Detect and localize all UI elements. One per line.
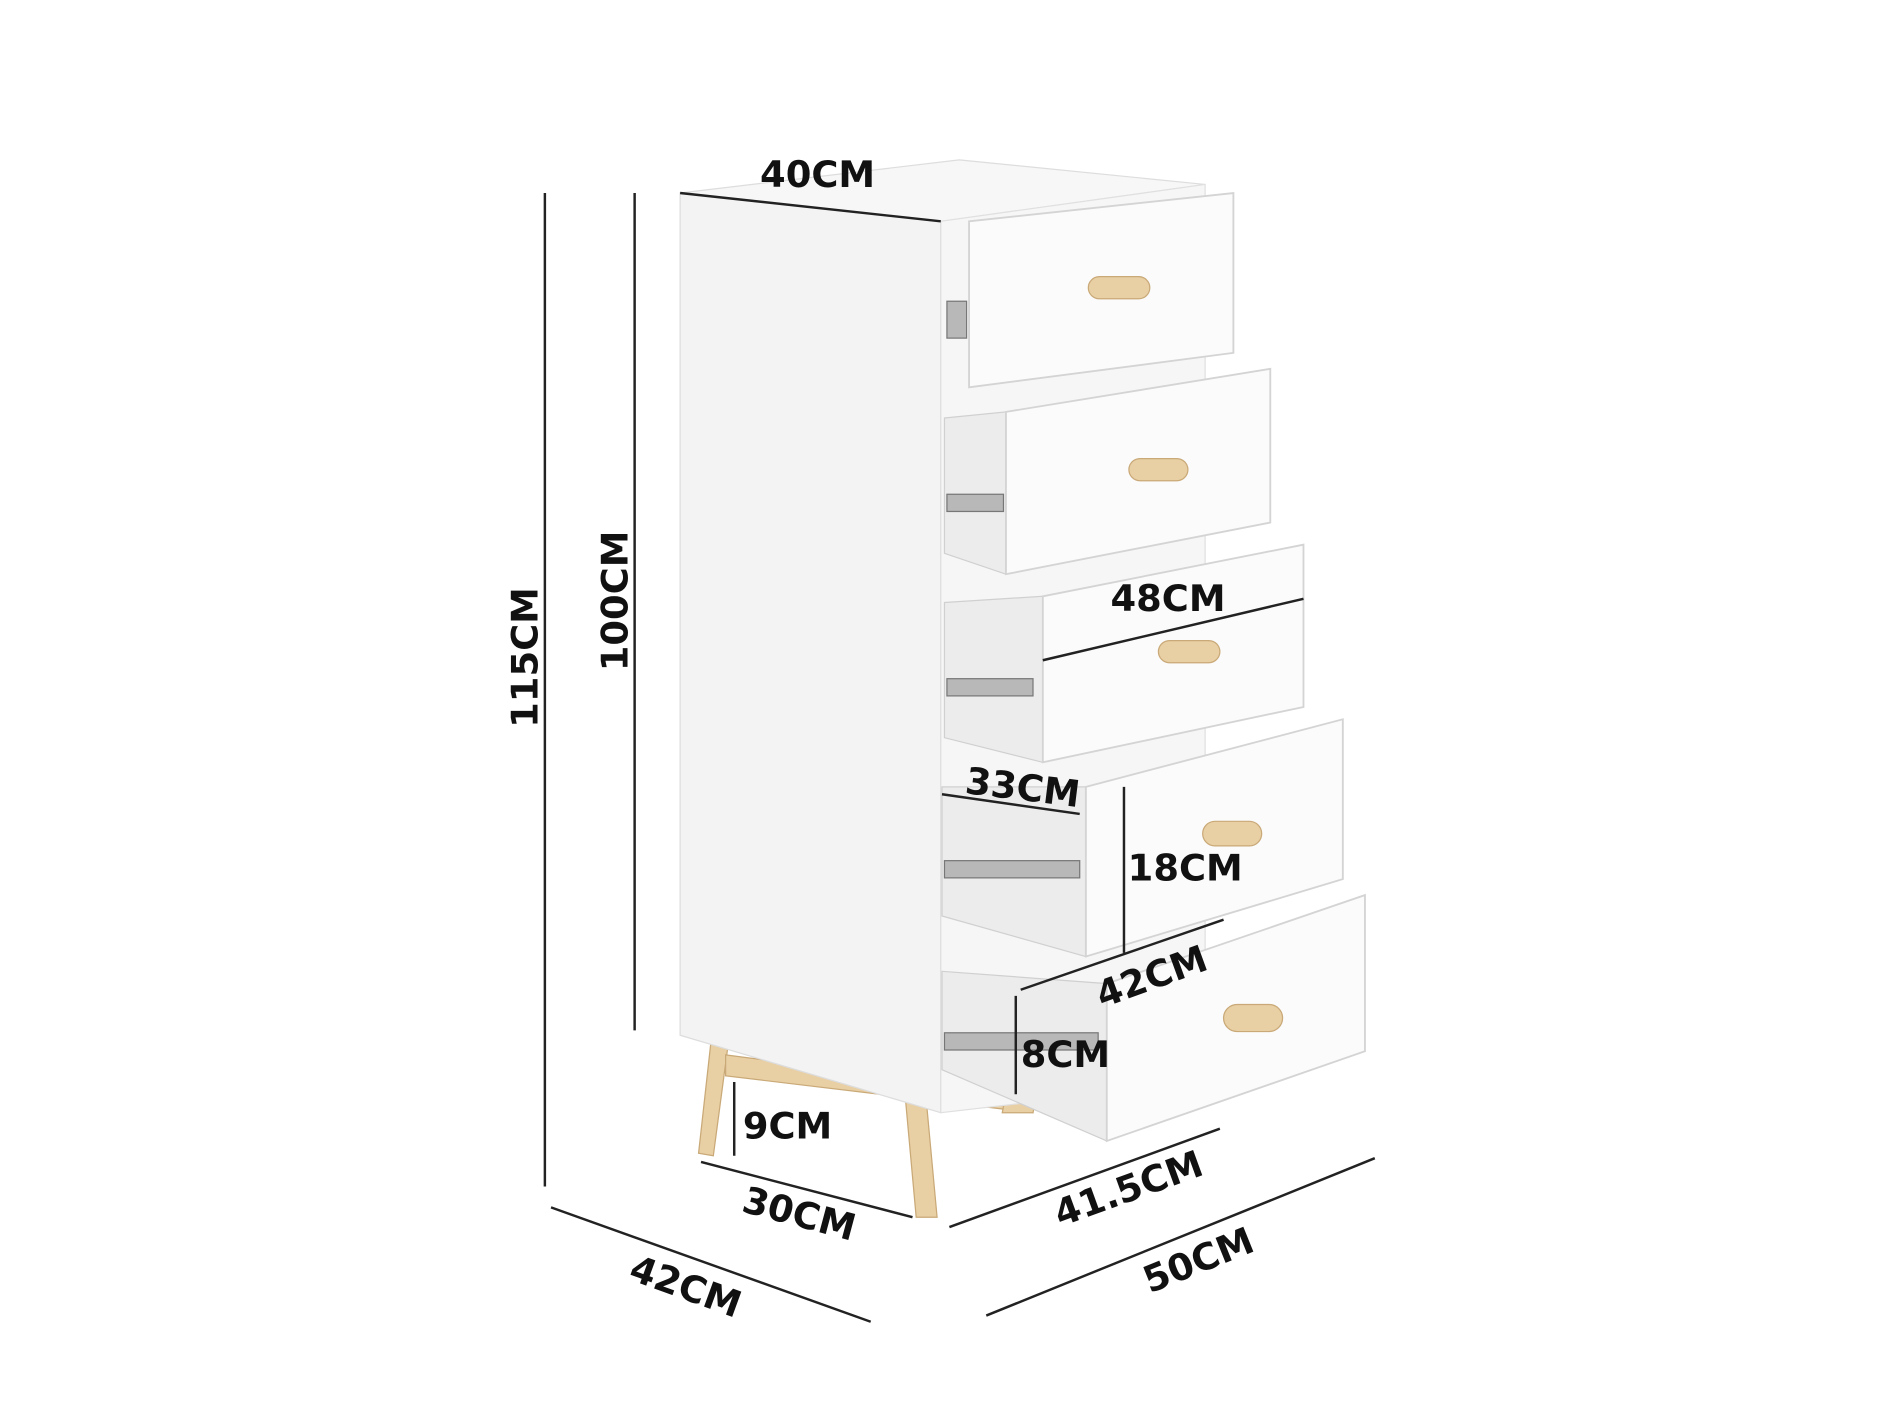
label-total-height: 115CM [504,587,547,728]
label-overall-width: 50CM [1137,1219,1260,1302]
label-top-width: 40CM [760,153,875,196]
label-base-width: 41.5CM [1048,1142,1208,1235]
label-overall-depth: 42CM [624,1247,747,1327]
drawer-1[interactable] [946,192,1235,389]
label-drawer-front-width: 48CM [1110,577,1225,620]
cabinet-side-panel [679,192,942,1114]
dimension-lines [543,191,1376,1323]
label-body-height: 100CM [593,531,636,672]
drawer-handle-icon [1222,1003,1284,1033]
label-base-depth: 30CM [738,1178,860,1249]
label-leg-height: 9CM [743,1105,832,1148]
drawer-handle-icon [1087,276,1151,300]
drawer-handle-icon [1157,639,1221,664]
drawers [941,192,1366,1143]
label-drawer-inner-height: 8CM [1021,1033,1110,1076]
drawer-4[interactable] [941,718,1344,958]
drawer-handle-icon [1128,457,1189,482]
drawer-3[interactable] [943,543,1305,764]
drawer-handle-icon [1202,820,1263,847]
drawer-2[interactable] [943,367,1272,576]
label-drawer-height: 18CM [1128,846,1243,889]
